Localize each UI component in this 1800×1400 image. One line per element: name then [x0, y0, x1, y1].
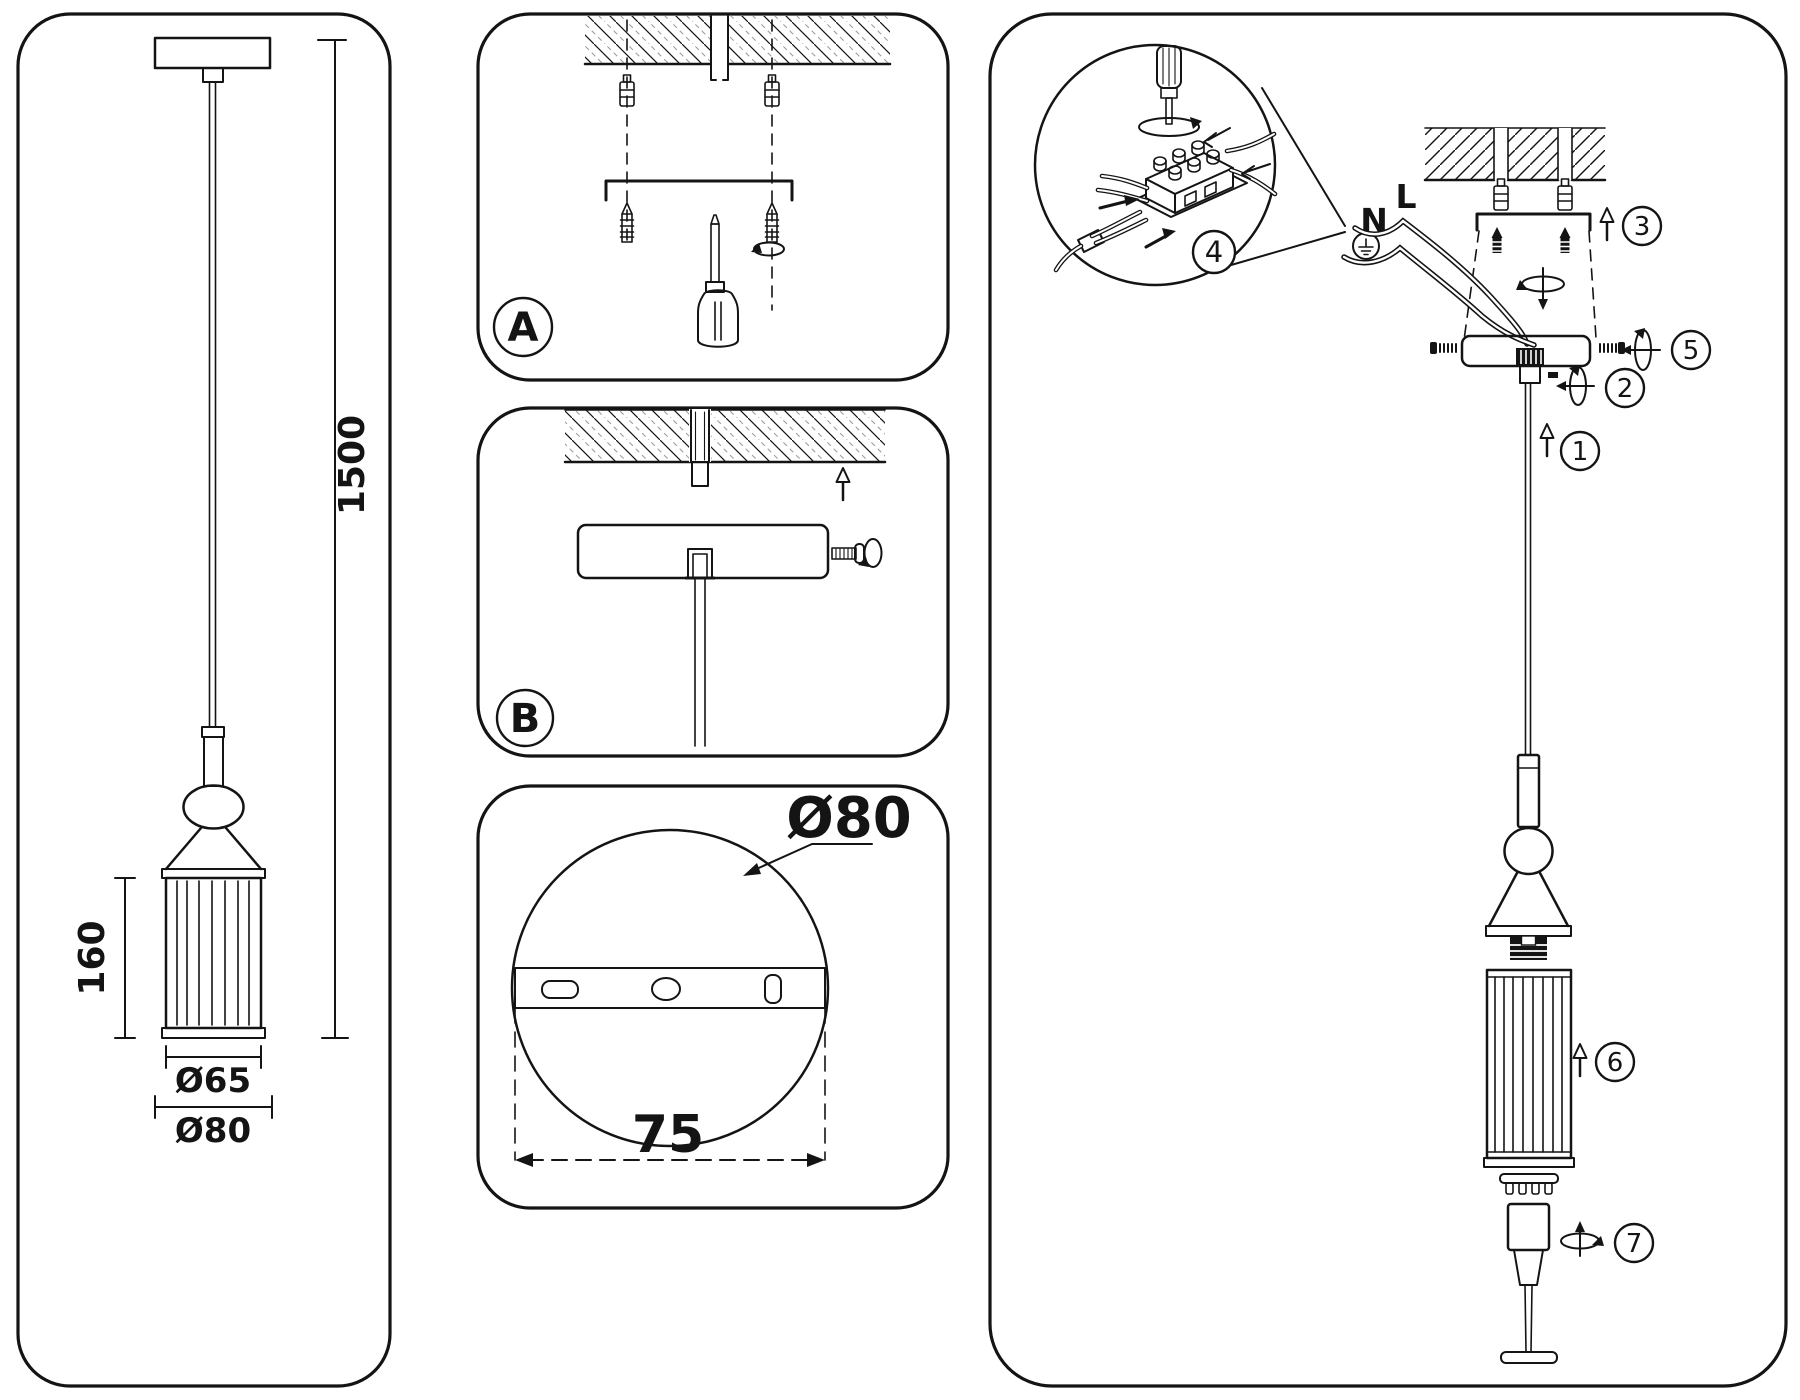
rotation-arrow-icon — [1138, 117, 1202, 137]
step-7-badge: 7 — [1613, 1222, 1655, 1264]
center-hole — [651, 977, 681, 1001]
rotation-arrow-icon — [1556, 365, 1595, 406]
leader-line — [743, 843, 873, 876]
supply-wires — [1341, 217, 1537, 348]
outgoing-wires — [1224, 131, 1278, 197]
dim-drop-length: 1500 — [317, 39, 373, 1039]
shade-ribs — [1494, 976, 1563, 1153]
step-1-badge: 1 — [1559, 430, 1601, 472]
pendant-rod-b — [694, 577, 706, 747]
rotation-arrow-icon — [751, 241, 785, 257]
svg-text:Ø80: Ø80 — [175, 1111, 251, 1151]
dim-shade-diameter: Ø65 — [165, 1045, 262, 1101]
svg-text:6: 6 — [1607, 1048, 1624, 1078]
mounting-step-a-panel: A — [476, 12, 950, 382]
step-5-badge: 5 — [1670, 329, 1712, 371]
canopy-circle — [510, 828, 830, 1148]
canopy-r — [1430, 334, 1625, 384]
ceiling-hatch — [583, 15, 892, 81]
svg-text:1500: 1500 — [332, 415, 373, 515]
step-3-badge: 3 — [1621, 205, 1663, 247]
mounting-bar — [514, 967, 826, 1009]
span-label: 75 — [632, 1105, 704, 1165]
canopy-screw-right-icon — [1599, 342, 1625, 354]
led-bulb — [1500, 1202, 1558, 1364]
svg-text:1: 1 — [1572, 437, 1589, 467]
shade-ribs — [176, 880, 250, 1026]
shade-r — [1483, 968, 1575, 1168]
threaded-rod — [690, 409, 710, 487]
step-4-badge: 4 — [1191, 229, 1237, 275]
svg-text:160: 160 — [72, 920, 113, 995]
shade-cylinder — [161, 876, 266, 1039]
pull-arrow-icon — [1203, 127, 1271, 180]
ceiling-hole — [710, 15, 729, 81]
bulb-holder — [1499, 1173, 1559, 1195]
cord-grip — [1516, 348, 1558, 384]
svg-text:B: B — [510, 696, 541, 742]
step-6-badge: 6 — [1594, 1041, 1636, 1083]
rotation-arrow-icon — [1560, 1221, 1604, 1257]
suspension-cable — [1524, 382, 1532, 756]
ceiling-hatch-r — [1423, 127, 1607, 182]
mounting-bracket-r — [1475, 212, 1592, 232]
pendant-overview-panel: 160 1500 Ø65 Ø80 — [16, 12, 392, 1388]
svg-text:2: 2 — [1617, 374, 1634, 404]
svg-text:A: A — [508, 305, 539, 351]
decor-ball — [182, 784, 245, 830]
slot-right — [764, 974, 782, 1004]
assembly-panel: 4 N L 3 — [988, 12, 1788, 1388]
svg-text:Ø65: Ø65 — [175, 1061, 251, 1101]
rotation-arrow-icon — [1516, 267, 1565, 310]
svg-text:5: 5 — [1683, 336, 1700, 366]
rotation-arrow-icon — [1621, 328, 1661, 371]
svg-text:4: 4 — [1205, 235, 1223, 269]
decor-ball-r — [1503, 826, 1554, 876]
step-2-badge: 2 — [1604, 367, 1646, 409]
screwdriver-icon — [1156, 45, 1182, 125]
panel-b-label: B — [495, 688, 555, 748]
mounting-bracket — [604, 179, 794, 202]
insert-arrow-icon — [1098, 195, 1176, 249]
canopy-detail-panel: Ø80 75 — [476, 784, 950, 1210]
screwdriver-icon — [697, 214, 739, 348]
rotation-arrow-icon — [858, 538, 883, 568]
lamp-socket — [1510, 935, 1547, 960]
dim-canopy-diameter: Ø80 — [154, 1095, 273, 1151]
canopy-side-screw-icon — [831, 543, 865, 564]
dim-shade-height: 160 — [72, 877, 136, 1039]
slot-left — [541, 980, 579, 999]
svg-text:3: 3 — [1634, 212, 1651, 242]
canopy-b — [576, 523, 830, 747]
canopy-dia-label: Ø80 — [786, 786, 912, 851]
panel-a-label: A — [492, 296, 554, 358]
svg-text:7: 7 — [1626, 1229, 1643, 1259]
suspension-rod — [208, 81, 217, 728]
canopy-screw-left-icon — [1430, 342, 1457, 354]
alignment-dashed-lines — [1463, 230, 1597, 341]
span-dim-line — [515, 1153, 825, 1167]
mounting-step-b-panel: B — [476, 406, 950, 758]
lamp-cable — [1053, 209, 1149, 273]
terminal-block — [1135, 140, 1248, 218]
wire-label-l: L — [1395, 177, 1416, 216]
ceiling-hatch-b — [563, 409, 887, 487]
ceiling-canopy — [153, 36, 272, 83]
terminal-detail-circle: 4 — [1033, 43, 1278, 287]
incoming-wires — [1095, 173, 1150, 204]
